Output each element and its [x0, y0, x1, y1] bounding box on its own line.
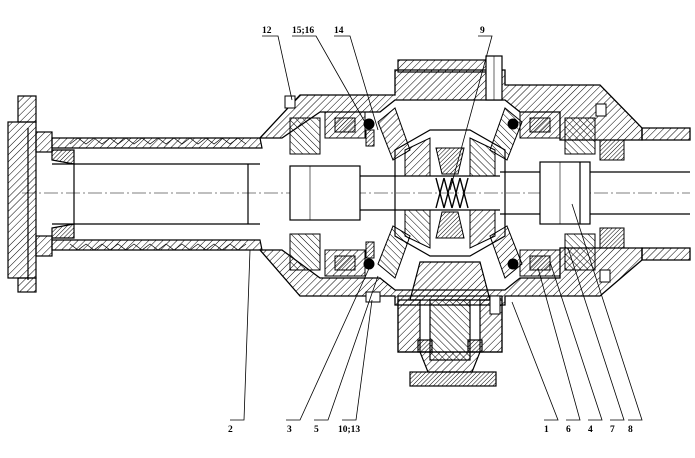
callout-1: 1 — [544, 425, 549, 435]
left-half-shaft — [52, 163, 260, 225]
right-half-shaft — [500, 161, 690, 225]
callout-12: 12 — [262, 26, 272, 36]
main-housing — [258, 69, 691, 306]
fastener-bolts — [284, 95, 611, 315]
left-bearing-assembly — [289, 111, 375, 277]
axle-housing-tube — [51, 137, 263, 251]
left-flange — [7, 95, 53, 293]
callout-3: 3 — [287, 425, 292, 435]
right-bearing-assembly — [507, 111, 625, 277]
callout-5: 5 — [314, 425, 319, 435]
drive-pinion — [397, 261, 503, 387]
callout-labels: 12 15;16 14 9 2 3 5 10;13 1 6 4 7 8 — [228, 26, 633, 435]
callout-10-13: 10;13 — [338, 425, 360, 435]
callout-15-16: 15;16 — [292, 26, 314, 36]
callout-8: 8 — [628, 425, 633, 435]
callout-9: 9 — [480, 26, 485, 36]
center-shaft — [289, 165, 500, 221]
differential-gears — [377, 107, 523, 279]
callout-14: 14 — [334, 26, 344, 36]
leader-lines — [230, 35, 643, 421]
callout-4: 4 — [588, 425, 593, 435]
callout-6: 6 — [566, 425, 571, 435]
callout-2: 2 — [228, 425, 233, 435]
callout-7: 7 — [610, 425, 615, 435]
top-cap — [397, 55, 503, 101]
